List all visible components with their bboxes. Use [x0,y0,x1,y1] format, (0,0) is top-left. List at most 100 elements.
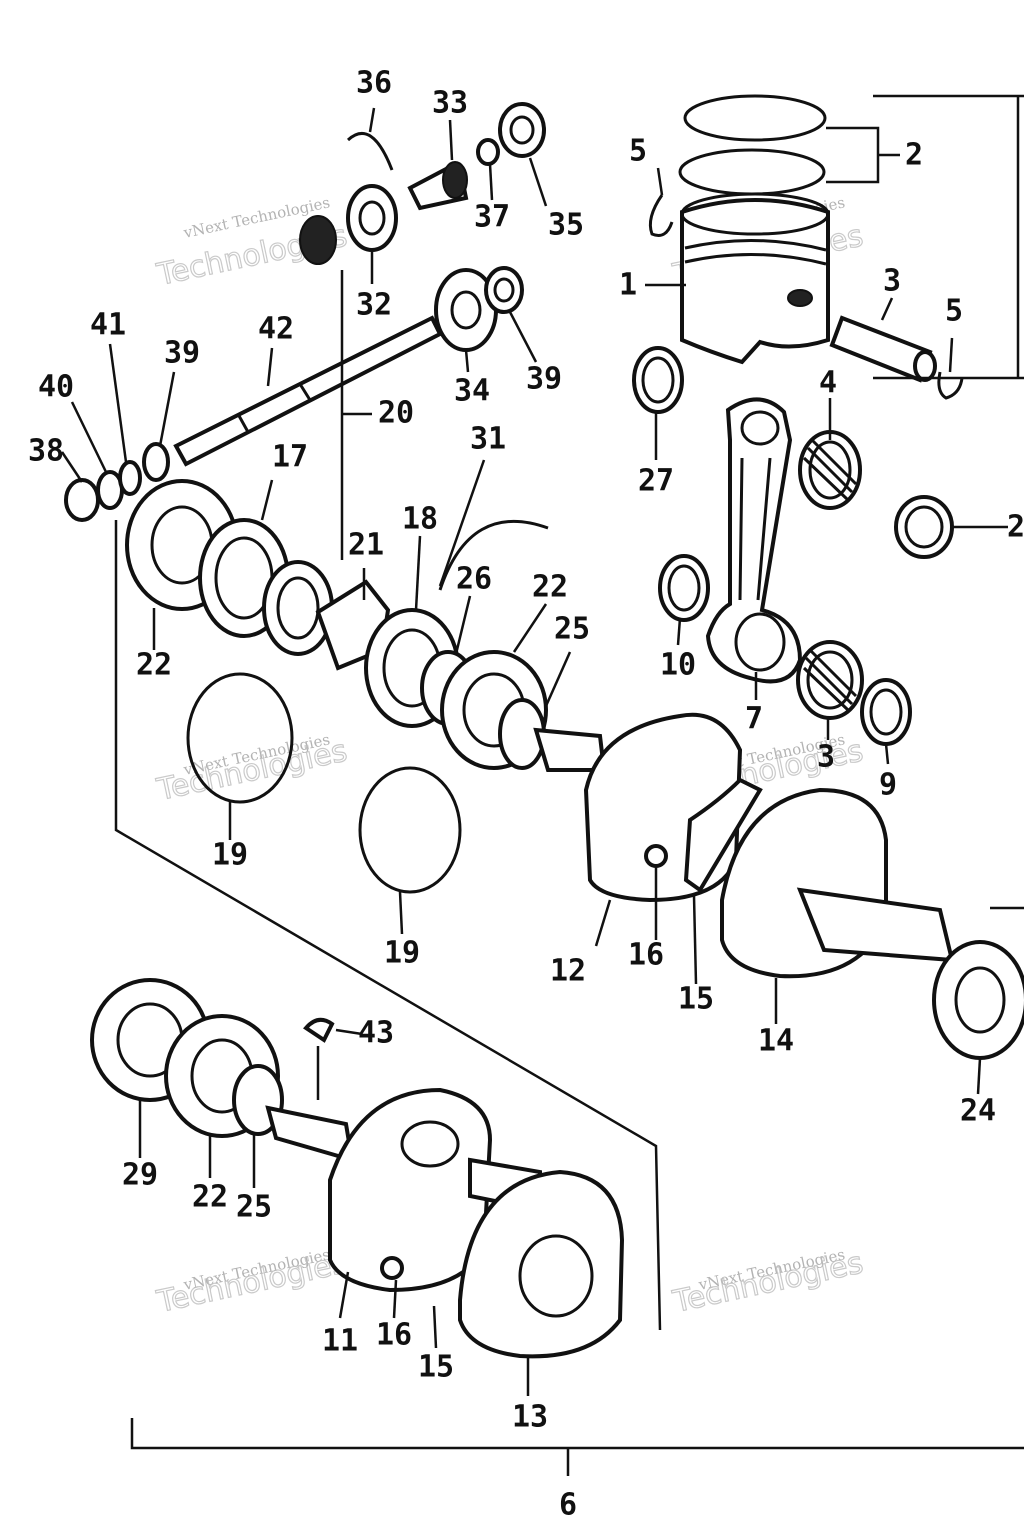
crank-shaft-right [796,887,955,963]
piston-assembly [648,94,1024,400]
circlip-19-lower [358,766,462,894]
pinion-teeth-33 [442,161,468,199]
callout-34: 34 [454,374,490,409]
needle-bearing-4 [798,430,862,510]
callout-5b: 5 [945,294,963,329]
clip-36 [346,132,394,171]
leader-17 [260,479,274,521]
oil-pump-drive-group [299,102,546,352]
watermark-large: Technologies [153,1246,350,1321]
callout-39a: 39 [526,362,562,397]
circlip-19-upper [186,672,294,804]
oil-seal-right [894,495,954,559]
bearing-39-upper-bore [493,277,515,303]
callout-38: 38 [28,434,64,469]
callout-22b: 22 [532,570,568,605]
callout-9: 9 [879,768,897,803]
leader-43 [335,1028,363,1036]
leader-12 [594,899,612,947]
needle-bearing-8 [796,640,864,720]
leader-33 [448,119,454,161]
needle-bearing-inner [806,650,854,710]
piston-ring-second [678,148,826,196]
crankpin-16-left [380,1256,404,1280]
callout-16a: 16 [628,938,664,973]
leader-11 [338,1271,350,1319]
callout-10: 10 [660,648,696,683]
oil-seal-27 [632,346,684,414]
callout-40: 40 [38,370,74,405]
watermark-large: Technologies [669,1246,866,1321]
callout-4: 4 [819,366,837,401]
circlip-5-right [937,371,964,400]
small-end-bore [740,410,780,446]
leader-19b [398,891,404,935]
leader-35 [528,157,548,207]
crankshaft-left-half [90,978,625,1359]
callout-7: 7 [745,702,763,737]
circlip-31 [438,519,549,591]
rod-web [738,457,772,601]
flywheel-13-hub [518,1234,594,1318]
callout-11: 11 [322,1324,358,1359]
shaft-end-parts [64,442,170,522]
piston-ring-top [683,94,827,142]
callout-12: 12 [550,954,586,989]
callout-22c: 22 [192,1180,228,1215]
bearing-32-bore [358,200,386,236]
callout-15a: 15 [678,982,714,1017]
callout-19b: 19 [384,936,420,971]
shaft-42 [173,315,443,467]
leader-9 [884,743,890,765]
callout-41: 41 [90,308,126,343]
piston-pin-boss [787,289,813,307]
callout-16b: 16 [376,1318,412,1353]
big-end-bore [734,612,786,672]
leader-36 [368,107,376,133]
piston-group-bracket [873,94,1024,380]
callout-25a: 25 [554,612,590,647]
callout-25b: 25 [236,1190,272,1225]
callout-36: 36 [356,66,392,101]
callout-35: 35 [548,208,584,243]
flywheel-13 [458,1169,625,1359]
connecting-rod-body [705,397,803,684]
leader-20 [340,270,372,560]
leader-lines [60,107,1024,1476]
needle-bearing-inner [808,440,852,500]
callout-2b: 2 [1007,510,1024,545]
piston-groove [684,239,827,252]
callout-29: 29 [122,1158,158,1193]
callout-3b: 3 [817,740,835,775]
callout-37: 37 [474,200,510,235]
leader-22b [512,603,548,653]
bearing-32 [346,184,398,252]
callout-17: 17 [272,440,308,475]
needle-rollers [802,648,858,712]
callout-20: 20 [378,396,414,431]
washer-37 [476,138,500,166]
leader-41 [108,343,128,463]
bearing-35 [498,102,546,158]
oil-seal-inner [904,505,944,549]
center-bearings [364,608,548,770]
assembly-bracket-6 [130,1418,1024,1476]
callout-27: 27 [638,464,674,499]
leader-37 [488,163,494,201]
leader-10 [676,617,682,646]
bearing-24 [932,940,1024,1060]
gear-20-teeth [299,215,337,265]
oil-seal-inner [641,356,675,404]
piston-crown [680,192,830,236]
clip-41 [118,460,142,496]
thrust-washer-9-inner [869,688,903,736]
thrust-washer-10-inner [667,564,701,612]
woodruff-key-43 [303,1017,335,1043]
leader-15b [432,1305,438,1349]
shaft-42-step [236,383,312,433]
leader-31 [438,459,486,587]
callout-labels: 1 2 2 3 3 4 5 5 6 7 9 10 11 12 13 14 15 … [28,66,1024,1523]
leader-40 [70,401,108,473]
leader-5a [656,167,664,196]
